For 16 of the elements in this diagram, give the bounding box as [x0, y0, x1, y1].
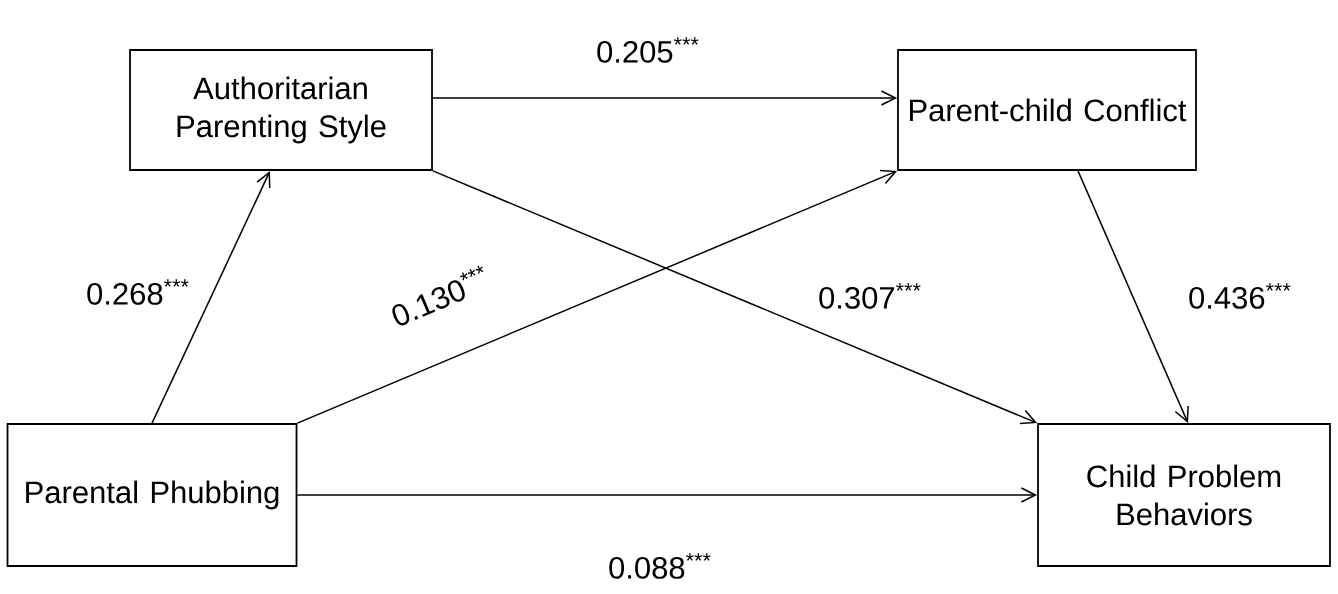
arrow	[1077, 170, 1189, 424]
variable-box: Parental Phubbing	[6, 423, 298, 567]
edge-label: 0.088$^{***}$	[606, 551, 714, 581]
arrow	[296, 487, 1038, 503]
arrow	[151, 170, 271, 424]
variable-box: Authoritarian Parenting Style	[129, 49, 433, 171]
arrow	[432, 90, 898, 106]
edge-label: 0.205$^{***}$	[594, 35, 702, 65]
edge-label: 0.307$^{***}$	[816, 281, 924, 311]
arrow	[432, 170, 1038, 425]
edge-label: 0.268$^{***}$	[84, 277, 192, 307]
arrow	[296, 169, 898, 424]
edge-label: 0.436$^{***}$	[1186, 281, 1294, 311]
variable-box: Child Problem Behaviors	[1037, 423, 1331, 567]
edge-label: 0.130$^{***}$	[384, 261, 496, 331]
variable-box: Parent-child Conflict	[897, 49, 1197, 171]
